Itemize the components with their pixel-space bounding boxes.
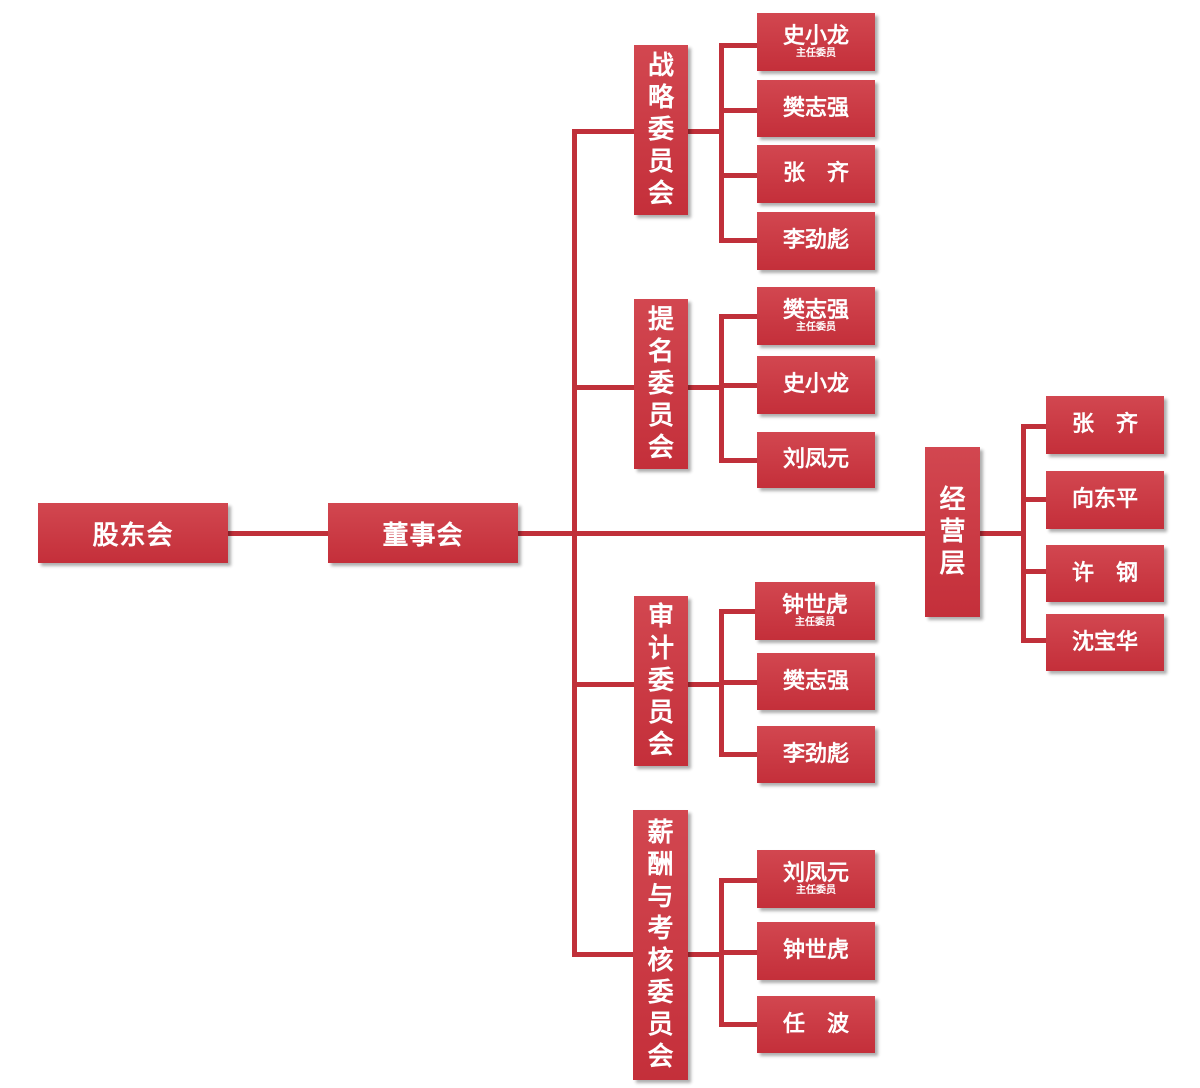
member-name: 张 齐 <box>782 161 849 186</box>
member-name: 史小龙 <box>782 24 849 49</box>
connector-line <box>719 314 759 319</box>
node-committee-member: 李劲彪 <box>757 726 875 783</box>
connector-line <box>719 1022 759 1027</box>
member-name: 樊志强 <box>782 298 849 323</box>
committee-label: 审计委员会 <box>648 602 675 760</box>
member-name: 樊志强 <box>782 668 849 694</box>
member-role: 主任委员 <box>796 322 836 333</box>
node-committee-member: 张 齐 <box>757 145 875 203</box>
node-committee-member: 刘凤元 主任委员 <box>757 850 875 908</box>
node-shareholders-meeting: 股东会 <box>38 503 228 563</box>
node-committee-member: 钟世虎 <box>757 922 875 980</box>
node-label: 经营层 <box>939 485 966 579</box>
connector-line <box>978 531 1025 536</box>
connector-line <box>719 950 759 955</box>
connector-line <box>1021 424 1047 429</box>
connector-line <box>572 385 636 390</box>
member-name: 张 齐 <box>1071 412 1138 437</box>
node-committee-member: 史小龙 主任委员 <box>757 13 875 71</box>
connector-line <box>686 129 722 134</box>
connector-line <box>719 878 759 883</box>
connector-line <box>572 129 577 957</box>
committee-label: 薪酬与考核委员会 <box>647 818 674 1072</box>
connector-line <box>516 531 926 536</box>
member-role: 主任委员 <box>796 48 836 59</box>
node-committee-member: 樊志强 主任委员 <box>757 287 875 345</box>
node-label: 董事会 <box>382 520 464 551</box>
member-name: 樊志强 <box>782 95 849 121</box>
node-committee-member: 樊志强 <box>757 653 875 710</box>
connector-line <box>719 108 759 113</box>
connector-line <box>719 752 759 757</box>
member-name: 钟世虎 <box>781 593 848 618</box>
connector-line <box>686 385 722 390</box>
connector-line <box>1021 424 1026 642</box>
node-board-of-directors: 董事会 <box>328 503 518 563</box>
connector-line <box>1021 638 1047 643</box>
connector-line <box>719 43 724 242</box>
member-role: 主任委员 <box>795 617 835 628</box>
connector-line <box>719 314 724 462</box>
node-committee-member: 刘凤元 <box>757 432 875 488</box>
connector-line <box>572 682 636 687</box>
connector-line <box>686 952 722 957</box>
member-name: 钟世虎 <box>782 938 849 963</box>
connector-line <box>719 458 759 463</box>
member-name: 刘凤元 <box>782 447 849 472</box>
node-committee-audit: 审计委员会 <box>634 596 688 766</box>
node-committee-member: 史小龙 <box>757 356 875 414</box>
member-name: 李劲彪 <box>782 741 849 767</box>
committee-label: 战略委员会 <box>648 51 675 209</box>
member-name: 向东平 <box>1071 487 1138 512</box>
node-management-member: 张 齐 <box>1046 396 1164 454</box>
committee-label: 提名委员会 <box>648 305 675 463</box>
member-name: 刘凤元 <box>782 861 849 886</box>
node-management-member: 沈宝华 <box>1046 614 1164 671</box>
node-management-member: 许 钢 <box>1046 545 1164 602</box>
connector-line <box>719 383 759 388</box>
member-name: 许 钢 <box>1071 560 1138 586</box>
node-committee-strategy: 战略委员会 <box>634 45 688 215</box>
node-committee-compensation: 薪酬与考核委员会 <box>633 810 688 1080</box>
member-name: 李劲彪 <box>782 228 849 253</box>
connector-line <box>719 680 759 685</box>
node-committee-member: 任 波 <box>757 996 875 1053</box>
connector-line <box>1021 569 1047 574</box>
member-name: 任 波 <box>782 1011 849 1037</box>
connector-line <box>572 129 636 134</box>
node-committee-member: 樊志强 <box>757 80 875 137</box>
node-label: 股东会 <box>92 520 174 551</box>
connector-line <box>572 952 636 957</box>
connector-line <box>1021 497 1047 502</box>
connector-line <box>719 238 759 243</box>
connector-line <box>228 531 330 536</box>
node-committee-nomination: 提名委员会 <box>634 299 688 469</box>
node-committee-member: 钟世虎 主任委员 <box>755 582 875 640</box>
member-role: 主任委员 <box>796 885 836 896</box>
connector-line <box>719 609 757 614</box>
connector-line <box>719 43 759 48</box>
connector-line <box>686 682 722 687</box>
member-name: 沈宝华 <box>1071 629 1138 655</box>
node-committee-member: 李劲彪 <box>757 212 875 270</box>
connector-line <box>719 173 759 178</box>
node-management: 经营层 <box>925 447 980 617</box>
node-management-member: 向东平 <box>1046 471 1164 529</box>
member-name: 史小龙 <box>782 372 849 397</box>
